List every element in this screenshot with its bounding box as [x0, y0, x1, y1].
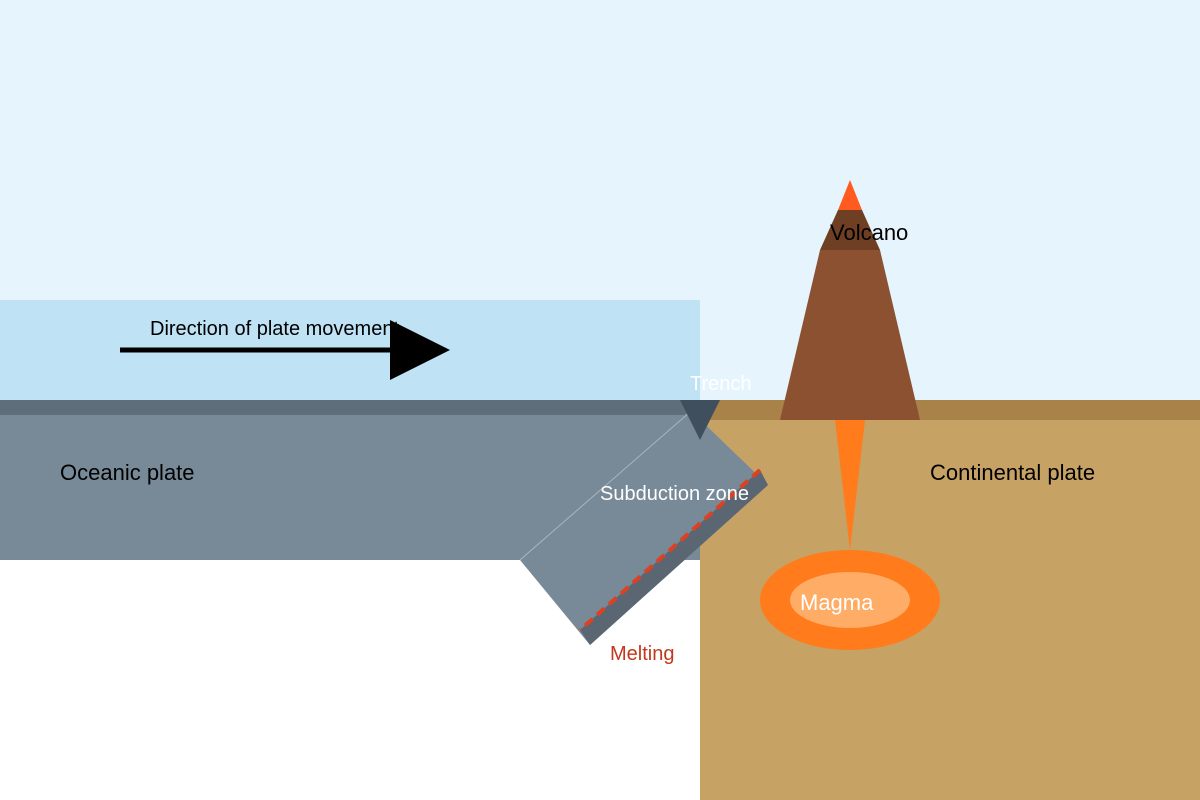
lava-tip: [838, 180, 862, 210]
oceanic-plate-label: Oceanic plate: [60, 460, 195, 485]
oceanic-crust-top: [0, 400, 700, 415]
subducting-slab: [520, 410, 768, 645]
trench-label: Trench: [690, 373, 752, 395]
direction-label: Direction of plate movement: [150, 318, 399, 340]
continent-surface: [700, 400, 1200, 420]
magma-chamber-inner: [790, 572, 910, 628]
magma-label: Magma: [800, 590, 874, 615]
volcano: [780, 250, 920, 420]
triangle-down-icon: [680, 400, 720, 440]
slab-underside: [580, 470, 768, 645]
volcano-label: Volcano: [830, 220, 908, 245]
subduction-zone-label: Subduction zone: [600, 483, 749, 505]
continental-plate-label: Continental plate: [930, 460, 1095, 485]
melting-line: [578, 468, 762, 632]
melting-label: Melting: [610, 643, 674, 665]
arrow-right-icon: [120, 320, 450, 380]
slab-boundary: [519, 411, 691, 561]
magma-conduit: [835, 420, 865, 550]
volcano-peak: [820, 210, 880, 250]
